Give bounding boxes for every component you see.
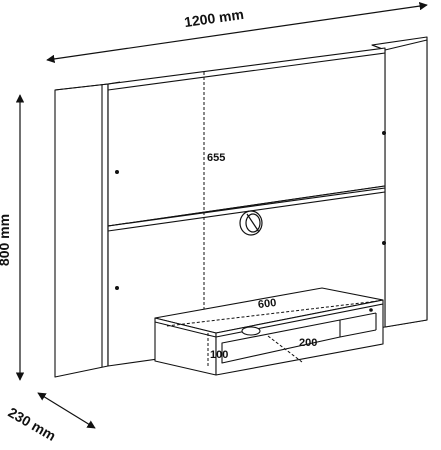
wall-panel [54,36,428,378]
width-dimension-line [46,1,428,64]
shelf-cable-hole [241,326,261,336]
shelf-depth-label: 200 [299,337,318,349]
right-edge-strip [384,39,428,328]
shelf-width-guide [166,300,379,327]
left-side-panel [54,83,109,378]
height-label: 800 mm [0,213,13,267]
shelf-height-label: 100 [210,349,229,361]
cable-hole [239,210,263,236]
shelf-width-label: 600 [257,296,278,312]
depth-dimension-line [37,392,96,429]
mounting-pins [115,131,386,290]
shelf-depth-guide [267,335,303,363]
shelf [154,287,384,376]
panel-height-label: 655 [207,152,226,164]
